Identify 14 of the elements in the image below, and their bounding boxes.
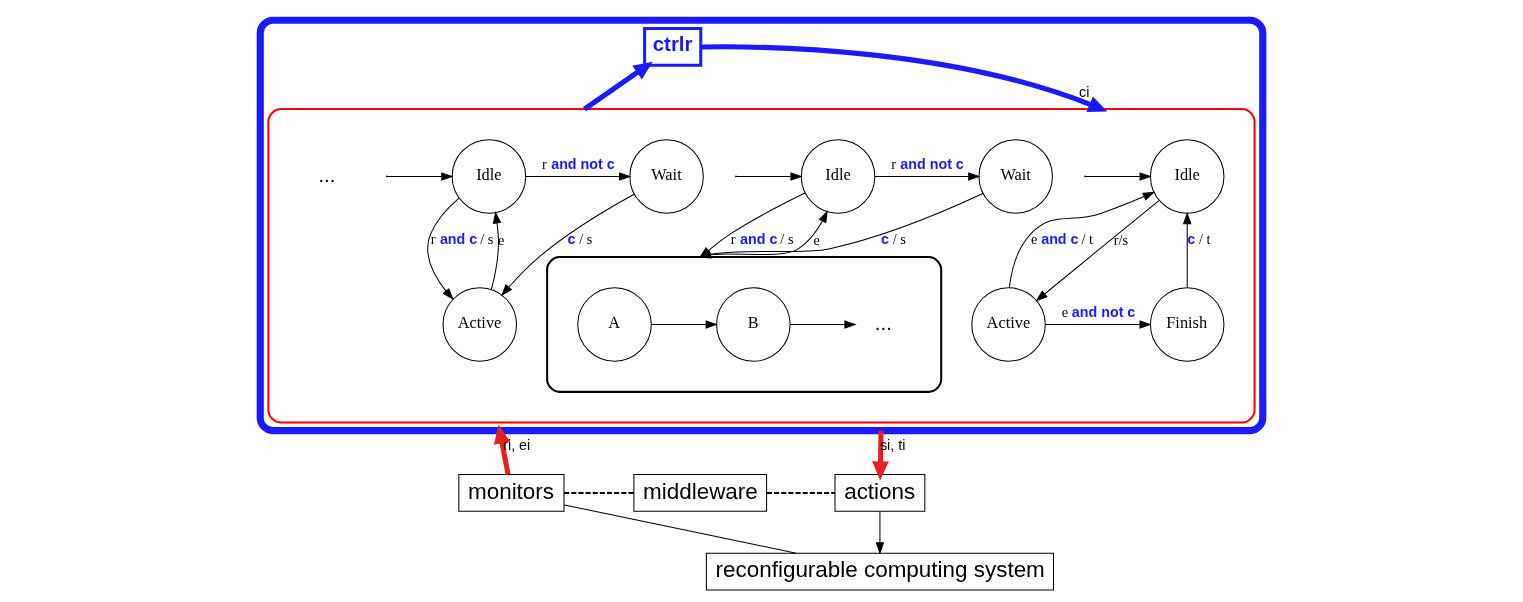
edge-label: c / s: [880, 231, 906, 248]
edge-label: r/s: [1113, 232, 1128, 249]
edge-label: c / s: [567, 231, 593, 248]
edge-label: r and not c: [891, 155, 964, 172]
node-text: ...: [874, 311, 892, 334]
edge-label: e and not c: [1061, 303, 1136, 320]
edge-label: e and c / t: [1031, 231, 1094, 248]
edge-label: r and c / s: [430, 231, 494, 248]
edge-label: ci: [1078, 84, 1090, 101]
edge-label: r and not c: [542, 155, 615, 172]
edge-label: c / t: [1187, 231, 1211, 248]
edge-label: e: [813, 232, 820, 249]
edge-label: r and c / s: [730, 231, 794, 248]
label: ...: [318, 163, 336, 186]
